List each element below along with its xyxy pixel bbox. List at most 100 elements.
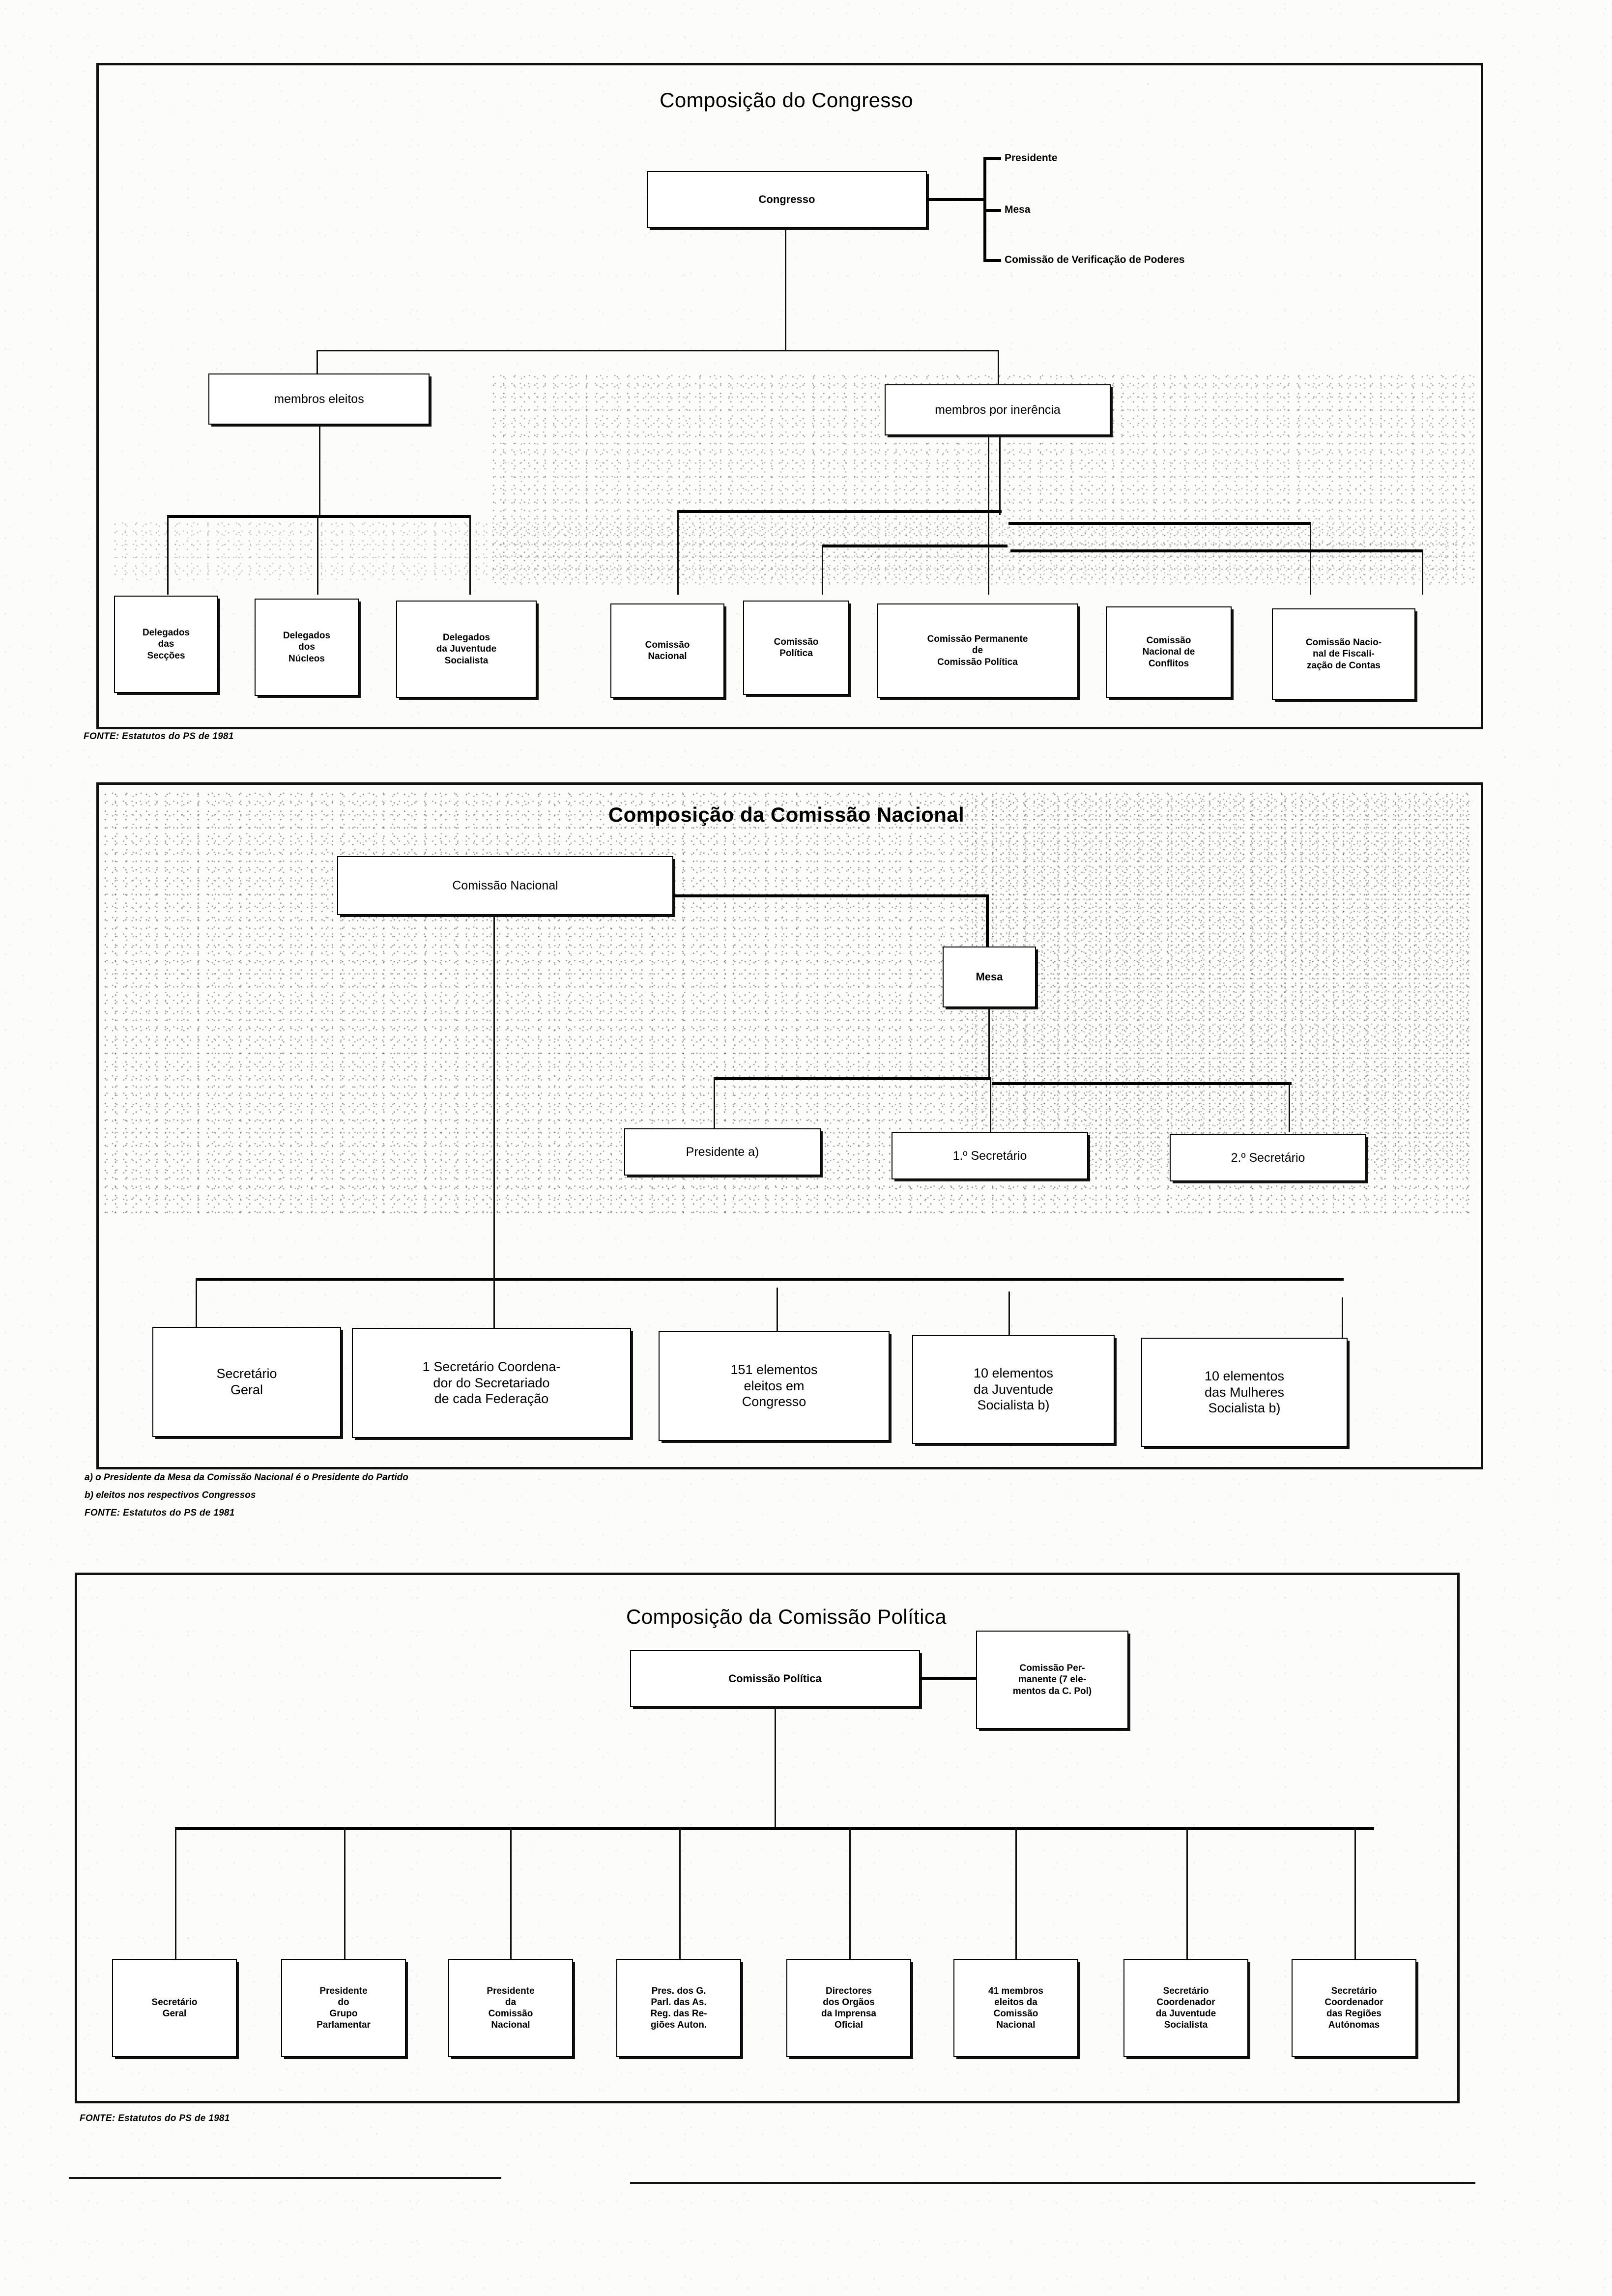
connector-cn-m2	[493, 1278, 495, 1331]
node-delegados-nucleos: Delegados dos Núcleos	[255, 599, 359, 696]
node-comissao-politica-leaf-label: Comissão Política	[774, 636, 819, 659]
node-cp-root-label: Comissão Política	[728, 1672, 822, 1685]
node-cp-secretario-coordenador-regioes: Secretário Coordenador das Regiões Autón…	[1292, 1959, 1416, 2057]
node-comissao-nacional-leaf: Comissão Nacional	[610, 603, 724, 698]
connector-congresso-down	[785, 228, 786, 351]
node-cp-secretario-geral-label: Secretário Geral	[151, 1997, 198, 2019]
chart-title-comissao-nacional: Composição da Comissão Nacional	[608, 803, 965, 826]
chart-frame-comissao-nacional	[96, 782, 1483, 1469]
connector-congresso-split	[317, 350, 999, 351]
connector-cp-m6	[1015, 1827, 1017, 1959]
node-cn-mesa: Mesa	[943, 947, 1036, 1007]
connector-cn-members-bar	[196, 1278, 1344, 1281]
footnote-a: a) o Presidente da Mesa da Comissão Naci…	[85, 1472, 408, 1483]
node-cp-secretario-coordenador-juventude-label: Secretário Coordenador da Juventude Soci…	[1155, 1985, 1216, 2031]
source-comissao-nacional: FONTE: Estatutos do PS de 1981	[85, 1508, 235, 1518]
node-membros-inerencia-label: membros por inerência	[935, 402, 1061, 417]
connector-inerencia-o2	[822, 545, 823, 595]
page-rule-right	[630, 2182, 1475, 2184]
connector-cp-members-bar	[175, 1827, 1374, 1830]
leaf-presidente: Presidente	[1005, 152, 1058, 164]
node-cn-secretario-coordenador-label: 1 Secretário Coordena- dor do Secretaria…	[422, 1359, 561, 1406]
connector-eleitos-bar	[167, 515, 471, 518]
node-cp-41-membros-label: 41 membros eleitos da Comissão Nacional	[988, 1985, 1043, 2031]
connector-inerencia-bar-right	[1008, 522, 1311, 525]
source-congresso: FONTE: Estatutos do PS de 1981	[84, 731, 234, 742]
connector-inerencia-o4	[1310, 522, 1311, 595]
connector-congresso-right-stub	[927, 198, 985, 201]
connector-cn-mesa-b2	[990, 1077, 991, 1135]
connector-eleitos-mid	[319, 425, 320, 515]
node-cn-secretario2-label: 2.º Secretário	[1231, 1150, 1305, 1165]
connector-cn-mesa-b3	[1289, 1082, 1290, 1132]
node-cn-secretario2: 2.º Secretário	[1170, 1134, 1366, 1181]
connector-cp-m5	[849, 1827, 851, 1959]
connector-cp-m7	[1186, 1827, 1188, 1959]
connector-presidente	[983, 157, 1001, 160]
node-congresso: Congresso	[647, 171, 927, 228]
node-cp-presidente-comissao-nacional: Presidente da Comissão Nacional	[448, 1959, 573, 2057]
connector-mesa	[983, 209, 1001, 212]
connector-to-membros-eleitos	[317, 350, 318, 389]
node-cp-presidente-comissao-nacional-label: Presidente da Comissão Nacional	[487, 1985, 535, 2031]
node-membros-eleitos: membros eleitos	[208, 373, 430, 425]
connector-inerencia-bar-inner	[822, 545, 1008, 547]
node-comissao-fiscalizacao-leaf-label: Comissão Nacio- nal de Fiscali- zação de…	[1305, 637, 1382, 671]
connector-cn-mesa-stem	[988, 1007, 990, 1080]
node-cn-presidente-label: Presidente a)	[686, 1145, 759, 1159]
chart-frame-comissao-politica	[75, 1573, 1460, 2103]
node-cn-151-elementos: 151 elementos eleitos em Congresso	[659, 1331, 890, 1441]
connector-inerencia-o5	[1422, 549, 1423, 595]
node-comissao-politica-leaf: Comissão Política	[743, 601, 849, 695]
connector-cn-root-to-mesa-h	[673, 894, 989, 897]
node-cn-secretario1-label: 1.º Secretário	[952, 1148, 1027, 1163]
page-rule-left	[69, 2177, 501, 2179]
node-cp-presidente-grupo-parlamentar: Presidente do Grupo Parlamentar	[281, 1959, 406, 2057]
node-comissao-permanente-leaf-label: Comissão Permanente de Comissão Política	[927, 634, 1028, 667]
connector-eleitos-b2	[317, 515, 318, 595]
connector-cp-m4	[679, 1827, 681, 1959]
node-delegados-juventude: Delegados da Juventude Socialista	[396, 601, 537, 698]
node-cn-151-elementos-label: 151 elementos eleitos em Congresso	[730, 1362, 818, 1409]
connector-cp-m8	[1354, 1827, 1356, 1959]
connector-verificacao-poderes	[983, 259, 1001, 262]
chart-title-congresso: Composição do Congresso	[660, 88, 913, 112]
footnote-b: b) eleitos nos respectivos Congressos	[85, 1490, 256, 1500]
node-comissao-permanente-leaf: Comissão Permanente de Comissão Política	[877, 603, 1078, 698]
chart-title-comissao-politica: Composição da Comissão Política	[626, 1605, 947, 1628]
node-comissao-conflitos-leaf-label: Comissão Nacional de Conflitos	[1142, 635, 1195, 669]
connector-inerencia-o1	[677, 510, 679, 595]
node-cp-presidente-grupo-parlamentar-label: Presidente do Grupo Parlamentar	[317, 1985, 371, 2031]
connector-inerencia-bar-outer	[677, 510, 1002, 513]
node-cp-directores-imprensa-label: Directores dos Orgãos da Imprensa Oficia…	[821, 1985, 876, 2031]
connector-eleitos-b1	[167, 515, 169, 595]
node-cn-10-juventude: 10 elementos da Juventude Socialista b)	[912, 1335, 1115, 1444]
connector-cn-m1	[196, 1278, 197, 1331]
node-cp-root: Comissão Política	[630, 1650, 920, 1707]
connector-cp-m3	[510, 1827, 512, 1959]
leaf-verificacao-poderes: Comissão de Verificação de Poderes	[1005, 254, 1185, 265]
node-delegados-seccoes: Delegados das Secções	[114, 596, 218, 693]
node-cn-10-mulheres: 10 elementos das Mulheres Socialista b)	[1141, 1338, 1348, 1447]
node-comissao-nacional-leaf-label: Comissão Nacional	[645, 639, 690, 661]
connector-to-membros-inerencia	[998, 350, 999, 389]
connector-inerencia-bar-farright	[1010, 549, 1423, 552]
node-membros-eleitos-label: membros eleitos	[274, 392, 364, 406]
node-cp-pres-grupos-parlamentares-regionais: Pres. dos G. Parl. das As. Reg. das Re- …	[616, 1959, 741, 2057]
node-cn-10-juventude-label: 10 elementos da Juventude Socialista b)	[973, 1365, 1054, 1413]
connector-cp-root-to-permanente	[920, 1677, 978, 1680]
connector-cn-m5	[1342, 1297, 1343, 1339]
connector-cn-mesa-b1	[714, 1077, 715, 1130]
node-cp-permanente-label: Comissão Per- manente (7 ele- mentos da …	[1012, 1663, 1092, 1696]
connector-cp-m2	[344, 1827, 345, 1959]
node-delegados-juventude-label: Delegados da Juventude Socialista	[436, 632, 497, 666]
chart-frame-congresso	[96, 63, 1483, 729]
connector-cn-mesa-bar-right	[992, 1082, 1292, 1085]
node-cp-permanente: Comissão Per- manente (7 ele- mentos da …	[976, 1631, 1128, 1729]
node-comissao-fiscalizacao-leaf: Comissão Nacio- nal de Fiscali- zação de…	[1272, 608, 1415, 700]
connector-cn-m4	[1008, 1292, 1010, 1337]
leaf-mesa: Mesa	[1005, 204, 1031, 215]
node-cn-secretario-geral: Secretário Geral	[152, 1327, 341, 1437]
node-cp-secretario-coordenador-regioes-label: Secretário Coordenador das Regiões Autón…	[1324, 1985, 1383, 2031]
